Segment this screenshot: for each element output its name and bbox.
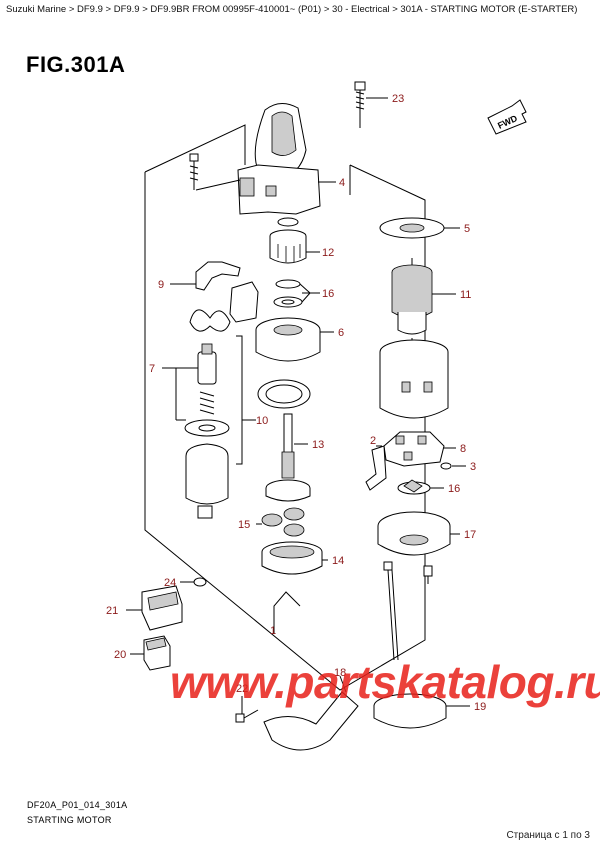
- callout-5: 5: [464, 223, 470, 235]
- diagram-name: STARTING MOTOR: [27, 815, 112, 825]
- part-solenoid-group-7: [162, 281, 259, 519]
- callout-9: 9: [158, 279, 164, 291]
- callout-7: 7: [149, 363, 155, 375]
- watermark: www.partskatalog.ru: [170, 656, 600, 708]
- part-relay-20: [130, 635, 171, 671]
- assembly-outline-right: [144, 164, 426, 691]
- part-washer-16: [273, 279, 320, 308]
- part-relay-cover-21: [126, 585, 183, 631]
- part-bolt-22: [235, 696, 259, 723]
- part-nut-3: [440, 462, 466, 470]
- callout-21: 21: [106, 605, 118, 617]
- callout-4: 4: [339, 177, 345, 189]
- callout-6: 6: [338, 327, 344, 339]
- callout-11: 11: [460, 289, 471, 301]
- callout-2: 2: [370, 435, 376, 447]
- callout-18: 18: [334, 667, 346, 679]
- callout-22: 22: [236, 683, 248, 695]
- part-bolt-small: [189, 153, 241, 191]
- part-yoke: [379, 339, 449, 419]
- callout-24: 24: [164, 577, 176, 589]
- callout-1: 1: [270, 625, 276, 637]
- callout-19: 19: [474, 701, 486, 713]
- part-shaft-13: [265, 413, 311, 502]
- page-indicator: Страница с 1 по 3: [506, 830, 590, 841]
- part-through-bolts: [383, 561, 433, 661]
- part-bracket-10: [236, 335, 256, 465]
- callout-16a: 16: [322, 288, 334, 300]
- part-ring-19: [373, 693, 470, 729]
- callout-23: 23: [392, 93, 404, 105]
- callout-8: 8: [460, 443, 466, 455]
- part-gears-15: [256, 507, 305, 537]
- part-lever-9: [170, 261, 241, 291]
- fwd-arrow-icon: FWD: [487, 99, 527, 135]
- part-pinion-12: [269, 217, 320, 264]
- part-gasket: [257, 379, 311, 409]
- part-grommet-24: [180, 577, 207, 587]
- assembly-outline: [144, 124, 246, 173]
- callout-15: 15: [238, 519, 250, 531]
- part-ring-gear-14: [261, 541, 328, 575]
- part-bolt-23: [354, 81, 388, 128]
- callout-16b: 16: [448, 483, 460, 495]
- callout-12: 12: [322, 247, 334, 259]
- part-clamp-18: [263, 675, 359, 751]
- part-plate-5: [379, 217, 460, 239]
- diagram-code: DF20A_P01_014_301A: [27, 800, 128, 810]
- part-terminal-2: [365, 445, 387, 491]
- part-housing-6: [255, 317, 334, 362]
- part-brush-holder-8: [383, 431, 456, 467]
- callout-20: 20: [114, 649, 126, 661]
- callout-3: 3: [470, 461, 476, 473]
- callout-10: 10: [256, 415, 268, 427]
- leader-1: [273, 591, 301, 634]
- callout-17: 17: [464, 529, 476, 541]
- part-plate-16b: [397, 479, 444, 495]
- callout-13: 13: [312, 439, 324, 451]
- part-cover-4: [237, 103, 336, 215]
- breadcrumb[interactable]: Suzuki Marine > DF9.9 > DF9.9 > DF9.9BR …: [6, 4, 578, 15]
- part-armature-11: [391, 258, 456, 346]
- figure-title: FIG.301A: [26, 52, 126, 77]
- callout-14: 14: [332, 555, 344, 567]
- part-end-frame-17: [377, 511, 460, 556]
